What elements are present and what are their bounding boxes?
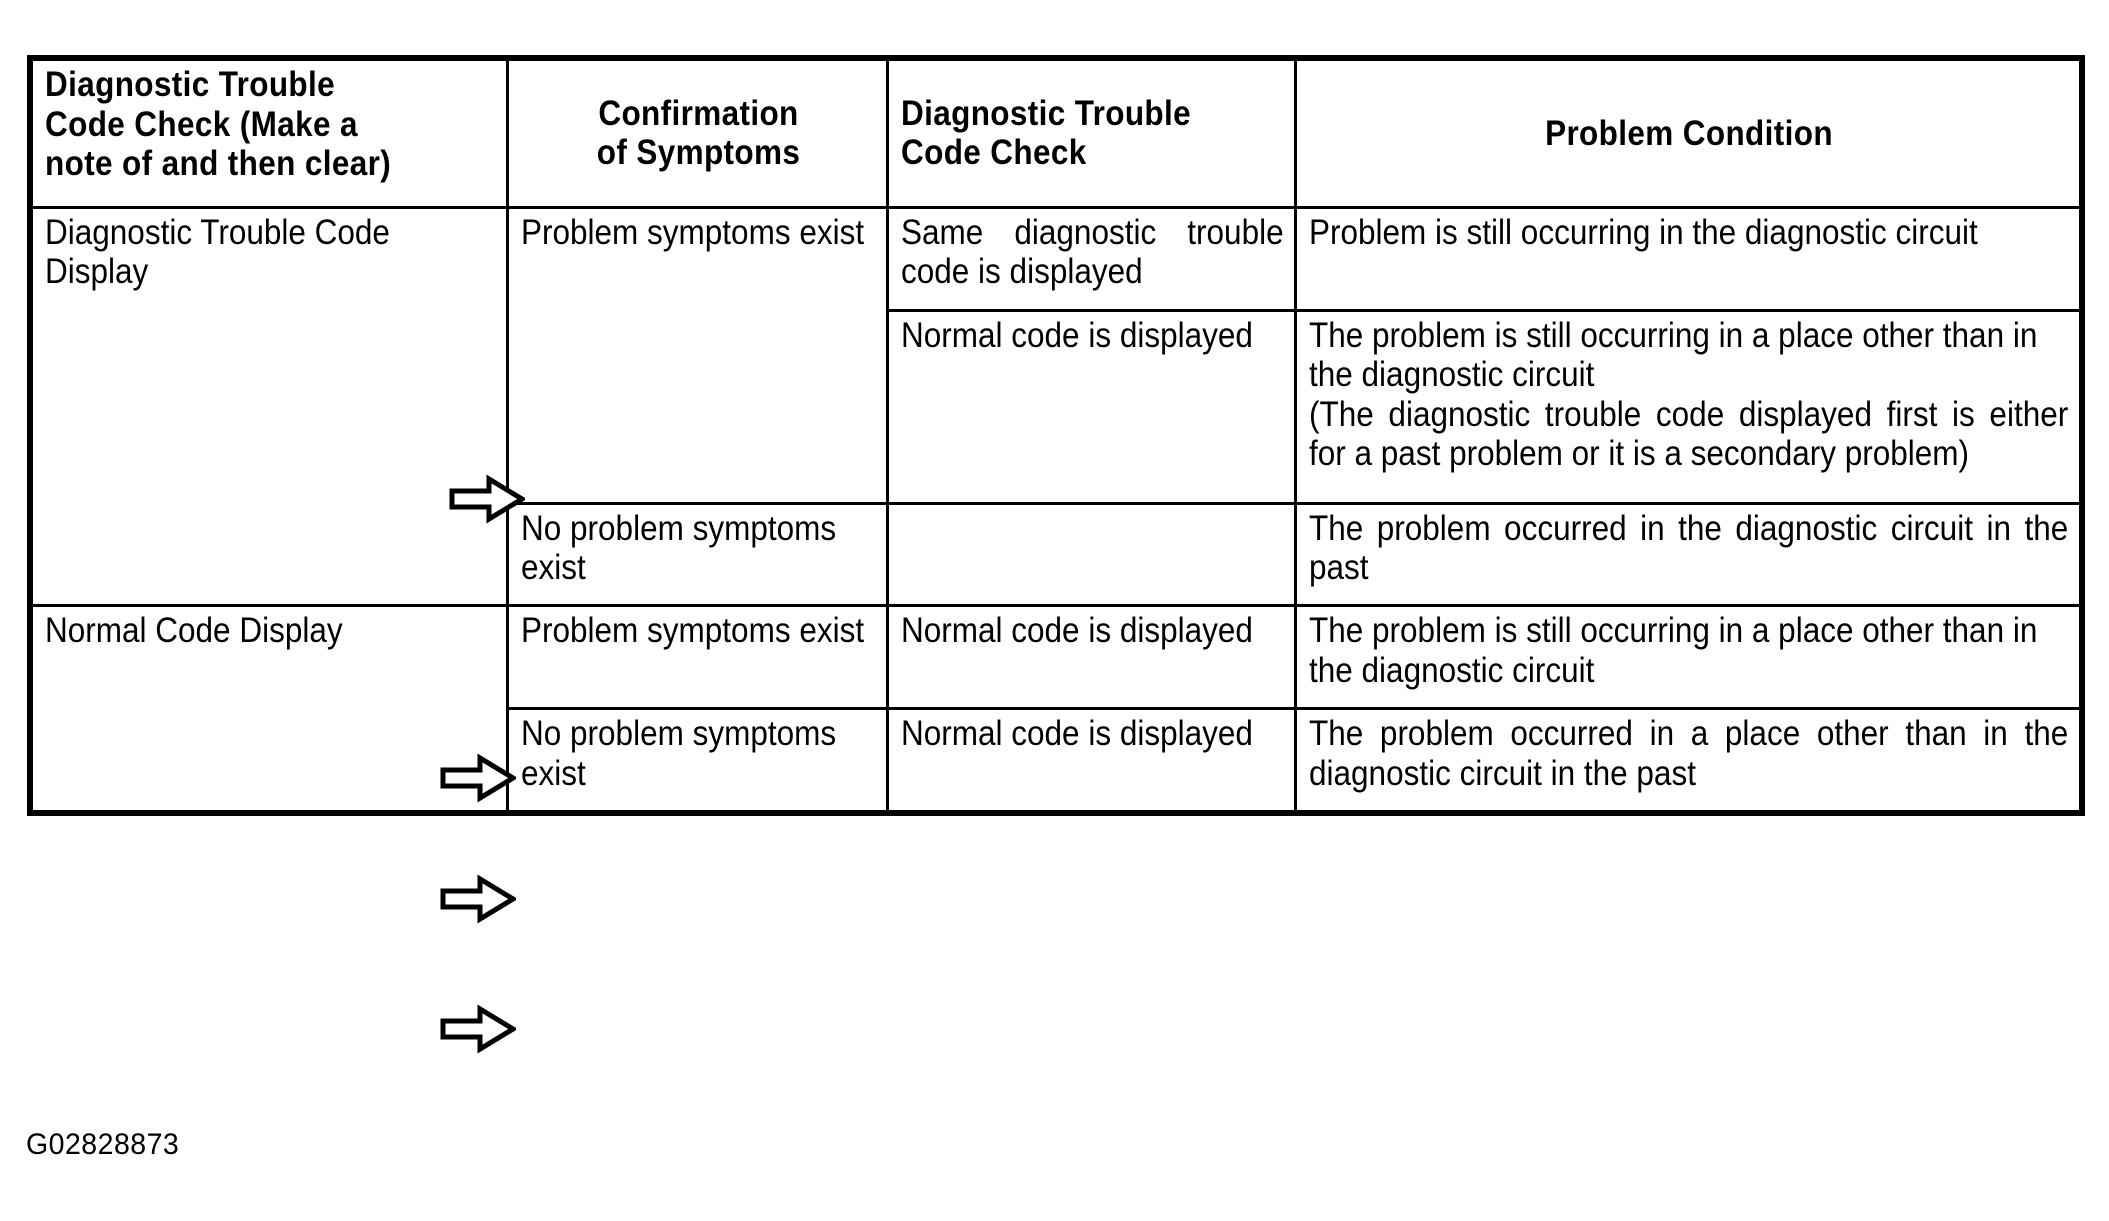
cell-text: Normal code is displayed [901, 611, 1253, 651]
cell-normal-code-displayed-2: Normal code is displayed [886, 604, 1297, 711]
cell-text: Problem symptoms exist [521, 212, 865, 252]
cell-text: The problem occurred in the diagnostic c… [1309, 508, 2069, 588]
cell-no-problem-symptoms-2: No problem symptoms exist [506, 707, 889, 813]
table-row: Diagnostic Trouble Code Display Problem … [30, 205, 2082, 608]
header-line: note of and then clear) [45, 144, 392, 184]
cell-text: Normal Code Display [45, 611, 343, 651]
header-line: Diagnostic Trouble [901, 93, 1192, 133]
cell-problem-occurred-past-other: The problem occurred in a place other th… [1294, 707, 2082, 813]
cell-dtc-display: Diagnostic Trouble Code Display [30, 205, 509, 608]
cell-text-parenthetical: (The diagnostic trouble code displayed f… [1309, 394, 2069, 474]
cell-problem-still-occurring-diag: Problem is still occurring in the diagno… [1294, 205, 2082, 312]
column-header-confirmation-of-symptoms: Confirmation of Symptoms [506, 58, 889, 209]
cell-empty-dtc-check [886, 501, 1297, 608]
cell-text: Normal code is displayed [901, 714, 1253, 754]
cell-text: The problem is still occurring in a plac… [1309, 611, 2038, 690]
table-grid: Diagnostic Trouble Code Check (Make a no… [27, 55, 2085, 816]
cell-problem-symptoms-exist: Problem symptoms exist [506, 205, 889, 505]
figure-caption-text: G02828873 [26, 1128, 180, 1161]
cell-normal-code-displayed-3: Normal code is displayed [886, 707, 1297, 813]
column-header-problem-condition: Problem Condition [1294, 58, 2082, 209]
cell-text: Normal code is displayed [901, 315, 1253, 355]
cell-text: Problem symptoms exist [521, 611, 865, 651]
cell-problem-other-place-2: The problem is still occurring in a plac… [1294, 604, 2082, 711]
cell-text: No problem symptoms exist [521, 714, 837, 793]
header-line: of Symptoms [596, 133, 801, 173]
cell-text-primary: The problem is still occurring in a plac… [1309, 315, 2038, 395]
flow-arrow-icon-3 [440, 873, 516, 925]
column-header-dtc-check-second: Diagnostic Trouble Code Check [886, 58, 1297, 209]
flow-arrow-icon-4 [440, 1003, 516, 1055]
table-row: Normal Code Display Problem symptoms exi… [30, 604, 2082, 813]
figure-caption: G02828873 [26, 1128, 187, 1162]
cell-normal-code-display: Normal Code Display [30, 604, 509, 813]
table-row: No problem symptoms exist The problem oc… [32, 501, 2082, 608]
cell-normal-code-displayed-1: Normal code is displayed [886, 308, 1297, 505]
table-row: Normal code is displayed The problem is … [32, 308, 2082, 505]
header-line: Confirmation [598, 93, 799, 133]
cell-problem-other-place-detail: The problem is still occurring in a plac… [1294, 308, 2082, 505]
cell-text: Same diagnostic trouble code is displaye… [901, 212, 1284, 292]
cell-same-dtc-displayed: Same diagnostic trouble code is displaye… [886, 205, 1297, 312]
header-line: Code Check (Make a [45, 104, 358, 144]
header-line: Code Check [901, 133, 1087, 173]
column-header-dtc-check-initial: Diagnostic Trouble Code Check (Make a no… [30, 58, 509, 209]
header-line: Diagnostic Trouble [45, 65, 336, 104]
cell-text: Problem is still occurring in the diagno… [1309, 212, 1978, 252]
cell-text: Diagnostic Trouble Code Display [45, 212, 390, 292]
table-row: No problem symptoms exist Normal code is… [32, 707, 2082, 813]
cell-problem-symptoms-exist-2: Problem symptoms exist [506, 604, 889, 711]
cell-text: No problem symptoms exist [521, 508, 837, 588]
cell-no-problem-symptoms-1: No problem symptoms exist [506, 501, 889, 608]
diagnostic-trouble-code-table: Diagnostic Trouble Code Check (Make a no… [27, 55, 2085, 816]
table-header-row: Diagnostic Trouble Code Check (Make a no… [30, 58, 2082, 209]
header-line: Problem Condition [1545, 113, 1833, 153]
cell-text: The problem occurred in a place other th… [1309, 714, 2069, 793]
cell-problem-occurred-past-diag: The problem occurred in the diagnostic c… [1294, 501, 2082, 608]
